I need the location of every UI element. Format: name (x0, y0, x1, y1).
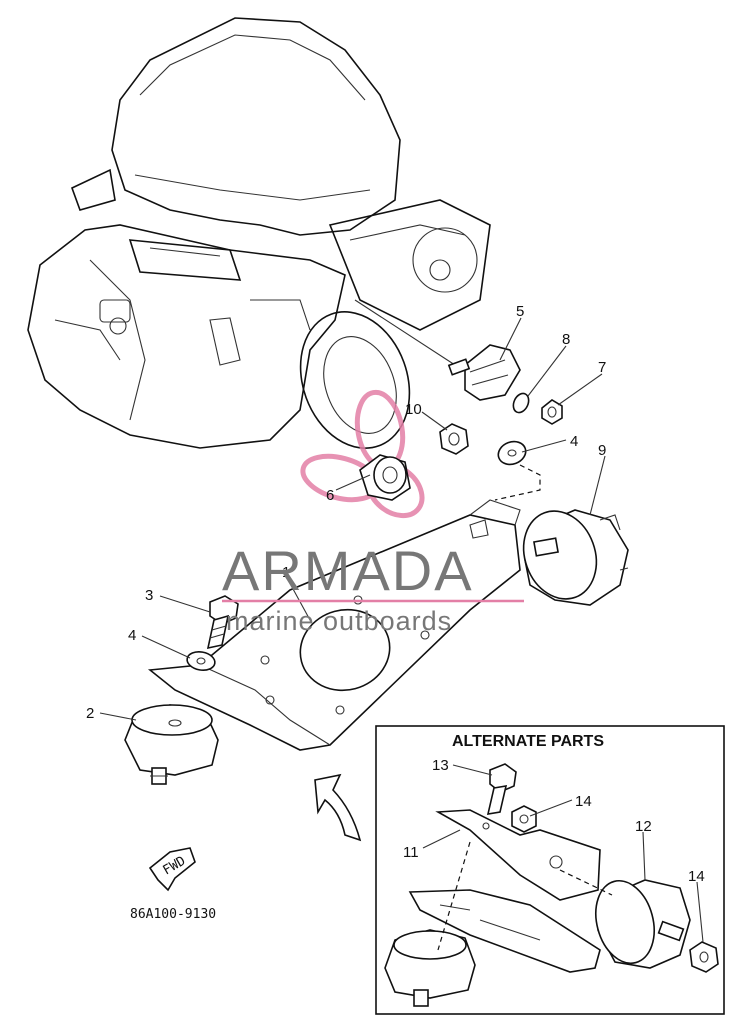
part-12-rubber-mount[interactable] (587, 874, 691, 970)
part-13-bolt[interactable] (486, 763, 517, 815)
part-4-washer-upper[interactable] (495, 438, 529, 468)
callout-labels: 5 8 7 10 4 9 6 1 3 4 2 13 14 11 12 14 (86, 303, 705, 885)
fwd-arrow-icon: FWD (148, 847, 196, 892)
part-5-bracket[interactable] (447, 344, 521, 401)
callout-3: 3 (145, 587, 153, 604)
part-3-bolt[interactable] (206, 595, 239, 650)
callout-4-upper: 4 (570, 433, 578, 450)
callout-12: 12 (635, 818, 652, 835)
alt-lower-mount[interactable] (384, 929, 476, 1007)
callout-5: 5 (516, 303, 524, 320)
watermark-tagline: marine outboards (226, 606, 452, 636)
callout-2: 2 (86, 705, 94, 722)
assembly-direction-arrow (314, 773, 362, 842)
leader-lines (99, 317, 704, 943)
part-1-bracket-plate[interactable] (147, 499, 521, 751)
part-2-rubber-mount[interactable] (124, 704, 219, 785)
armada-watermark: ARMADA marine outboards (222, 539, 524, 636)
callout-4-lower: 4 (128, 627, 136, 644)
part-14-nut-upper[interactable] (511, 805, 537, 833)
alt-bracket-plate[interactable] (408, 889, 601, 973)
callout-14-right: 14 (688, 868, 705, 885)
callout-9: 9 (598, 442, 606, 459)
part-10-nut[interactable] (439, 423, 469, 455)
part-14-nut-right[interactable] (689, 941, 719, 973)
alternate-parts-title: ALTERNATE PARTS (452, 733, 604, 750)
callout-13: 13 (432, 757, 449, 774)
part-11-bracket[interactable] (435, 809, 601, 901)
callout-11: 11 (403, 844, 419, 861)
callout-6: 6 (326, 487, 334, 504)
part-4-washer-lower[interactable] (186, 650, 217, 673)
callout-14-upper: 14 (575, 793, 592, 810)
engine-block-outline (27, 17, 491, 449)
drawing-code: 86A100-9130 (130, 907, 216, 922)
part-6-bushing[interactable] (359, 454, 411, 501)
part-7-nut[interactable] (541, 399, 563, 425)
callout-10: 10 (405, 401, 422, 418)
watermark-brand: ARMADA (222, 539, 474, 602)
alternate-parts-box: ALTERNATE PARTS (375, 725, 725, 1015)
callout-8: 8 (562, 331, 570, 348)
part-9-rubber-mount[interactable] (512, 501, 629, 610)
callout-1: 1 (282, 564, 290, 581)
part-8-washer[interactable] (510, 391, 531, 415)
callout-7: 7 (598, 359, 606, 376)
